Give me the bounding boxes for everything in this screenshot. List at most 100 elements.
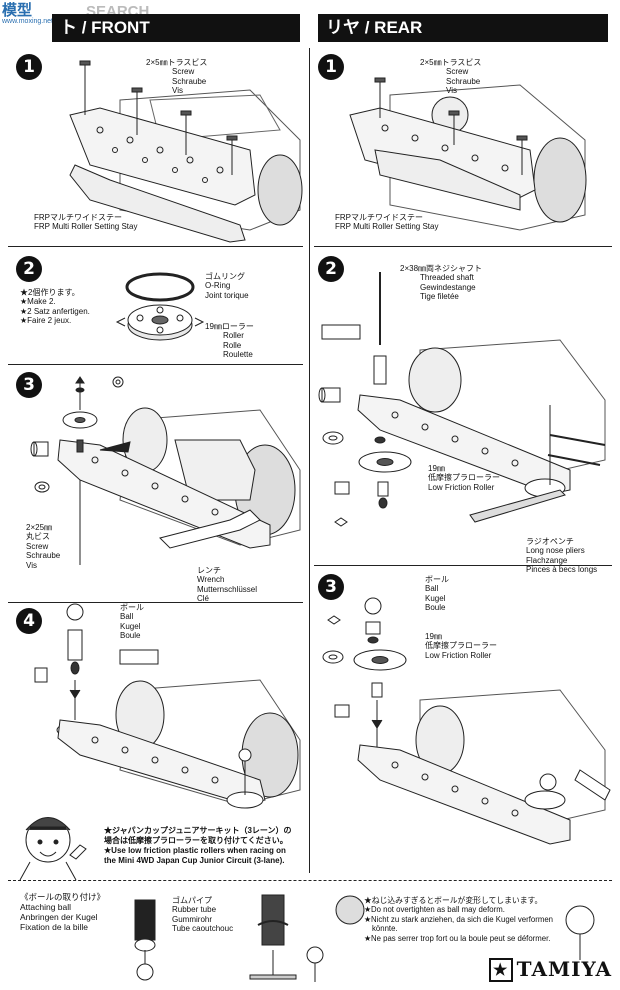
rear-step3-ball-fr: Boule xyxy=(425,603,446,613)
front-step3-screw-label: 2×25㎜ 丸ビス Screw Schraube Vis xyxy=(26,523,60,570)
rear-step2-pliers-label: ラジオペンチ Long nose pliers Flachzange Pince… xyxy=(526,537,597,575)
front-step1-stay-label: FRPマルチワイドステー FRP Multi Roller Setting St… xyxy=(34,213,137,232)
tamiya-wordmark: TAMIYA xyxy=(516,956,612,981)
front-step4-ball-fr: Boule xyxy=(120,631,141,641)
front-step2-make-fr: ★Faire 2 jeux. xyxy=(20,316,72,326)
front-step2-make-jp: ★2個作ります。 xyxy=(20,288,80,297)
front-step1-screw-en: Screw xyxy=(172,67,195,77)
front-step1-stay-en: FRP Multi Roller Setting Stay xyxy=(34,222,138,232)
rear-header: リヤ / REAR xyxy=(318,14,608,42)
front-step3-wrench-jp: レンチ xyxy=(197,566,221,575)
rear-step2-roller-size: 19㎜ xyxy=(428,464,445,473)
front-step1-screw-label: 2×5㎜トラスビス Screw Schraube Vis xyxy=(146,58,207,96)
front-step2-oring-en: O-Ring xyxy=(205,281,231,291)
mascot-figure xyxy=(19,817,87,881)
rear-step3-roller-en: Low Friction Roller xyxy=(425,650,492,660)
rear-step2-shaft-jp: 2×38㎜両ネジシャフト xyxy=(400,264,483,273)
attaching-ball-label: 《ボールの取り付け》 Attaching ball Anbringen der … xyxy=(20,892,105,932)
japan-cup-en-2: the Mini 4WD Japan Cup Junior Circuit (3… xyxy=(104,856,285,865)
rear-step2-roller-label: 19㎜ 低摩擦プラローラー Low Friction Roller xyxy=(428,464,500,492)
front-step3-screw-jp: 丸ビス xyxy=(26,532,50,542)
rear-step1-screw-fr: Vis xyxy=(446,86,457,96)
front-step-3-badge: 3 xyxy=(16,372,42,398)
rear-step2-shaft-en: Threaded shaft xyxy=(420,273,474,283)
warning-fr: ★Ne pas serrer trop fort ou la boule peu… xyxy=(364,933,551,943)
front-step4-ball-de: Kugel xyxy=(120,621,141,631)
front-step1-stay-jp: FRPマルチワイドステー xyxy=(34,213,122,222)
front-step2-roller-en: Roller xyxy=(223,331,244,341)
watermark-logo: 模型 www.moxing.net xyxy=(2,2,112,32)
japan-cup-jp-2: 場合は低摩擦プラローラーを取り付けてください。 xyxy=(104,836,288,845)
rear-step1-screw-en: Screw xyxy=(446,67,469,77)
rear-step1-screw-de: Schraube xyxy=(446,76,481,86)
front-step2-oring-label: ゴムリング O-Ring Joint torique xyxy=(205,272,249,300)
front-step3-screw-size: 2×25㎜ xyxy=(26,523,53,532)
front-step4-ball-jp: ボール xyxy=(120,603,144,612)
attaching-ball-jp: 《ボールの取り付け》 xyxy=(20,892,106,902)
overtighten-warning: ★ねじ込みすぎるとボールが変形してしまいます。 ★Do not overtigh… xyxy=(364,896,553,943)
attaching-ball-fr: Fixation de la bille xyxy=(20,922,89,932)
rear-divider-2 xyxy=(314,565,612,566)
front-step2-roller-fr: Roulette xyxy=(223,350,253,360)
rear-step2-pliers-jp: ラジオペンチ xyxy=(526,537,574,546)
tamiya-logo: ★TAMIYA xyxy=(488,956,612,982)
tamiya-star-icon: ★ xyxy=(488,958,513,982)
column-divider xyxy=(309,48,310,873)
rear-step3-chassis xyxy=(322,597,611,845)
front-step3-screw-de: Schraube xyxy=(26,551,61,561)
front-step4-ball-label: ボール Ball Kugel Boule xyxy=(120,603,144,641)
front-divider-1 xyxy=(8,246,303,247)
japan-cup-note: ★ジャパンカップジュニアサーキット（3レーン）の 場合は低摩擦プラローラーを取り… xyxy=(104,826,292,866)
watermark-url: www.moxing.net xyxy=(2,18,53,25)
rear-step1-stay-jp: FRPマルチワイドステー xyxy=(335,213,423,222)
front-step-4-badge: 4 xyxy=(16,608,42,634)
rear-step2-shaft-label: 2×38㎜両ネジシャフト Threaded shaft Gewindestang… xyxy=(400,264,482,302)
rear-step2-roller-en: Low Friction Roller xyxy=(428,482,495,492)
attaching-ball-en: Attaching ball xyxy=(20,902,72,912)
front-step2-oring-jp: ゴムリング xyxy=(205,272,245,281)
japan-cup-en-1: ★Use low friction plastic rollers when r… xyxy=(104,846,286,855)
front-step2-roller xyxy=(115,272,205,341)
rear-step3-roller-label: 19㎜ 低摩擦プラローラー Low Friction Roller xyxy=(425,632,497,660)
rear-step1-chassis xyxy=(349,77,587,231)
front-step3-chassis xyxy=(30,376,301,565)
front-step1-screw-fr: Vis xyxy=(172,86,183,96)
front-divider-3 xyxy=(8,602,303,603)
front-step4-ball-en: Ball xyxy=(120,612,134,622)
rubber-tube-label: ゴムパイプ Rubber tube Gummirohr Tube caoutch… xyxy=(172,896,233,934)
rear-step-1-badge: 1 xyxy=(318,54,344,80)
rear-step3-roller-size: 19㎜ xyxy=(425,632,442,641)
front-step1-screw-jp: 2×5㎜トラスビス xyxy=(146,58,208,67)
front-step2-roller-de: Rolle xyxy=(223,340,242,350)
front-header: ト / FRONT xyxy=(52,14,300,42)
rubber-tube-jp: ゴムパイプ xyxy=(172,896,212,905)
front-step4-chassis xyxy=(34,603,301,809)
rear-step2-chassis xyxy=(318,272,606,527)
rear-step3-ball-en: Ball xyxy=(425,584,439,594)
rear-step1-screw-jp: 2×5㎜トラスビス xyxy=(420,58,482,67)
front-step3-wrench-label: レンチ Wrench Mutternschlüssel Clé xyxy=(197,566,257,604)
watermark-top: 模型 xyxy=(2,1,33,19)
bottom-ball-attach xyxy=(134,894,595,982)
rear-step2-pliers-en: Long nose pliers xyxy=(526,546,585,556)
rear-step3-ball-de: Kugel xyxy=(425,593,446,603)
rear-step2-roller-jp: 低摩擦プラローラー xyxy=(428,473,500,483)
warning-en: ★Do not overtighten as ball may deform. xyxy=(364,905,505,915)
front-step1-screw-de: Schraube xyxy=(172,76,207,86)
rear-step-2-badge: 2 xyxy=(318,256,344,282)
rear-step1-stay-en: FRP Multi Roller Setting Stay xyxy=(335,222,439,232)
rubber-tube-fr: Tube caoutchouc xyxy=(172,924,234,934)
rear-step2-shaft-de: Gewindestange xyxy=(420,282,476,292)
front-step3-wrench-de: Mutternschlüssel xyxy=(197,584,258,594)
warning-de-2: könnte. xyxy=(372,924,398,934)
front-step2-roller-label: 19㎜ローラー Roller Rolle Roulette xyxy=(205,322,254,360)
rear-step3-ball-jp: ボール xyxy=(425,575,449,584)
japan-cup-jp-1: ★ジャパンカップジュニアサーキット（3レーン）の xyxy=(104,826,292,835)
rear-step2-pliers-de: Flachzange xyxy=(526,555,568,565)
front-step2-make-en: ★Make 2. xyxy=(20,297,56,307)
rubber-tube-de: Gummirohr xyxy=(172,914,213,924)
rear-step3-roller-jp: 低摩擦プラローラー xyxy=(425,641,497,651)
rear-step1-stay-label: FRPマルチワイドステー FRP Multi Roller Setting St… xyxy=(335,213,438,232)
attaching-ball-de: Anbringen der Kugel xyxy=(20,912,98,922)
